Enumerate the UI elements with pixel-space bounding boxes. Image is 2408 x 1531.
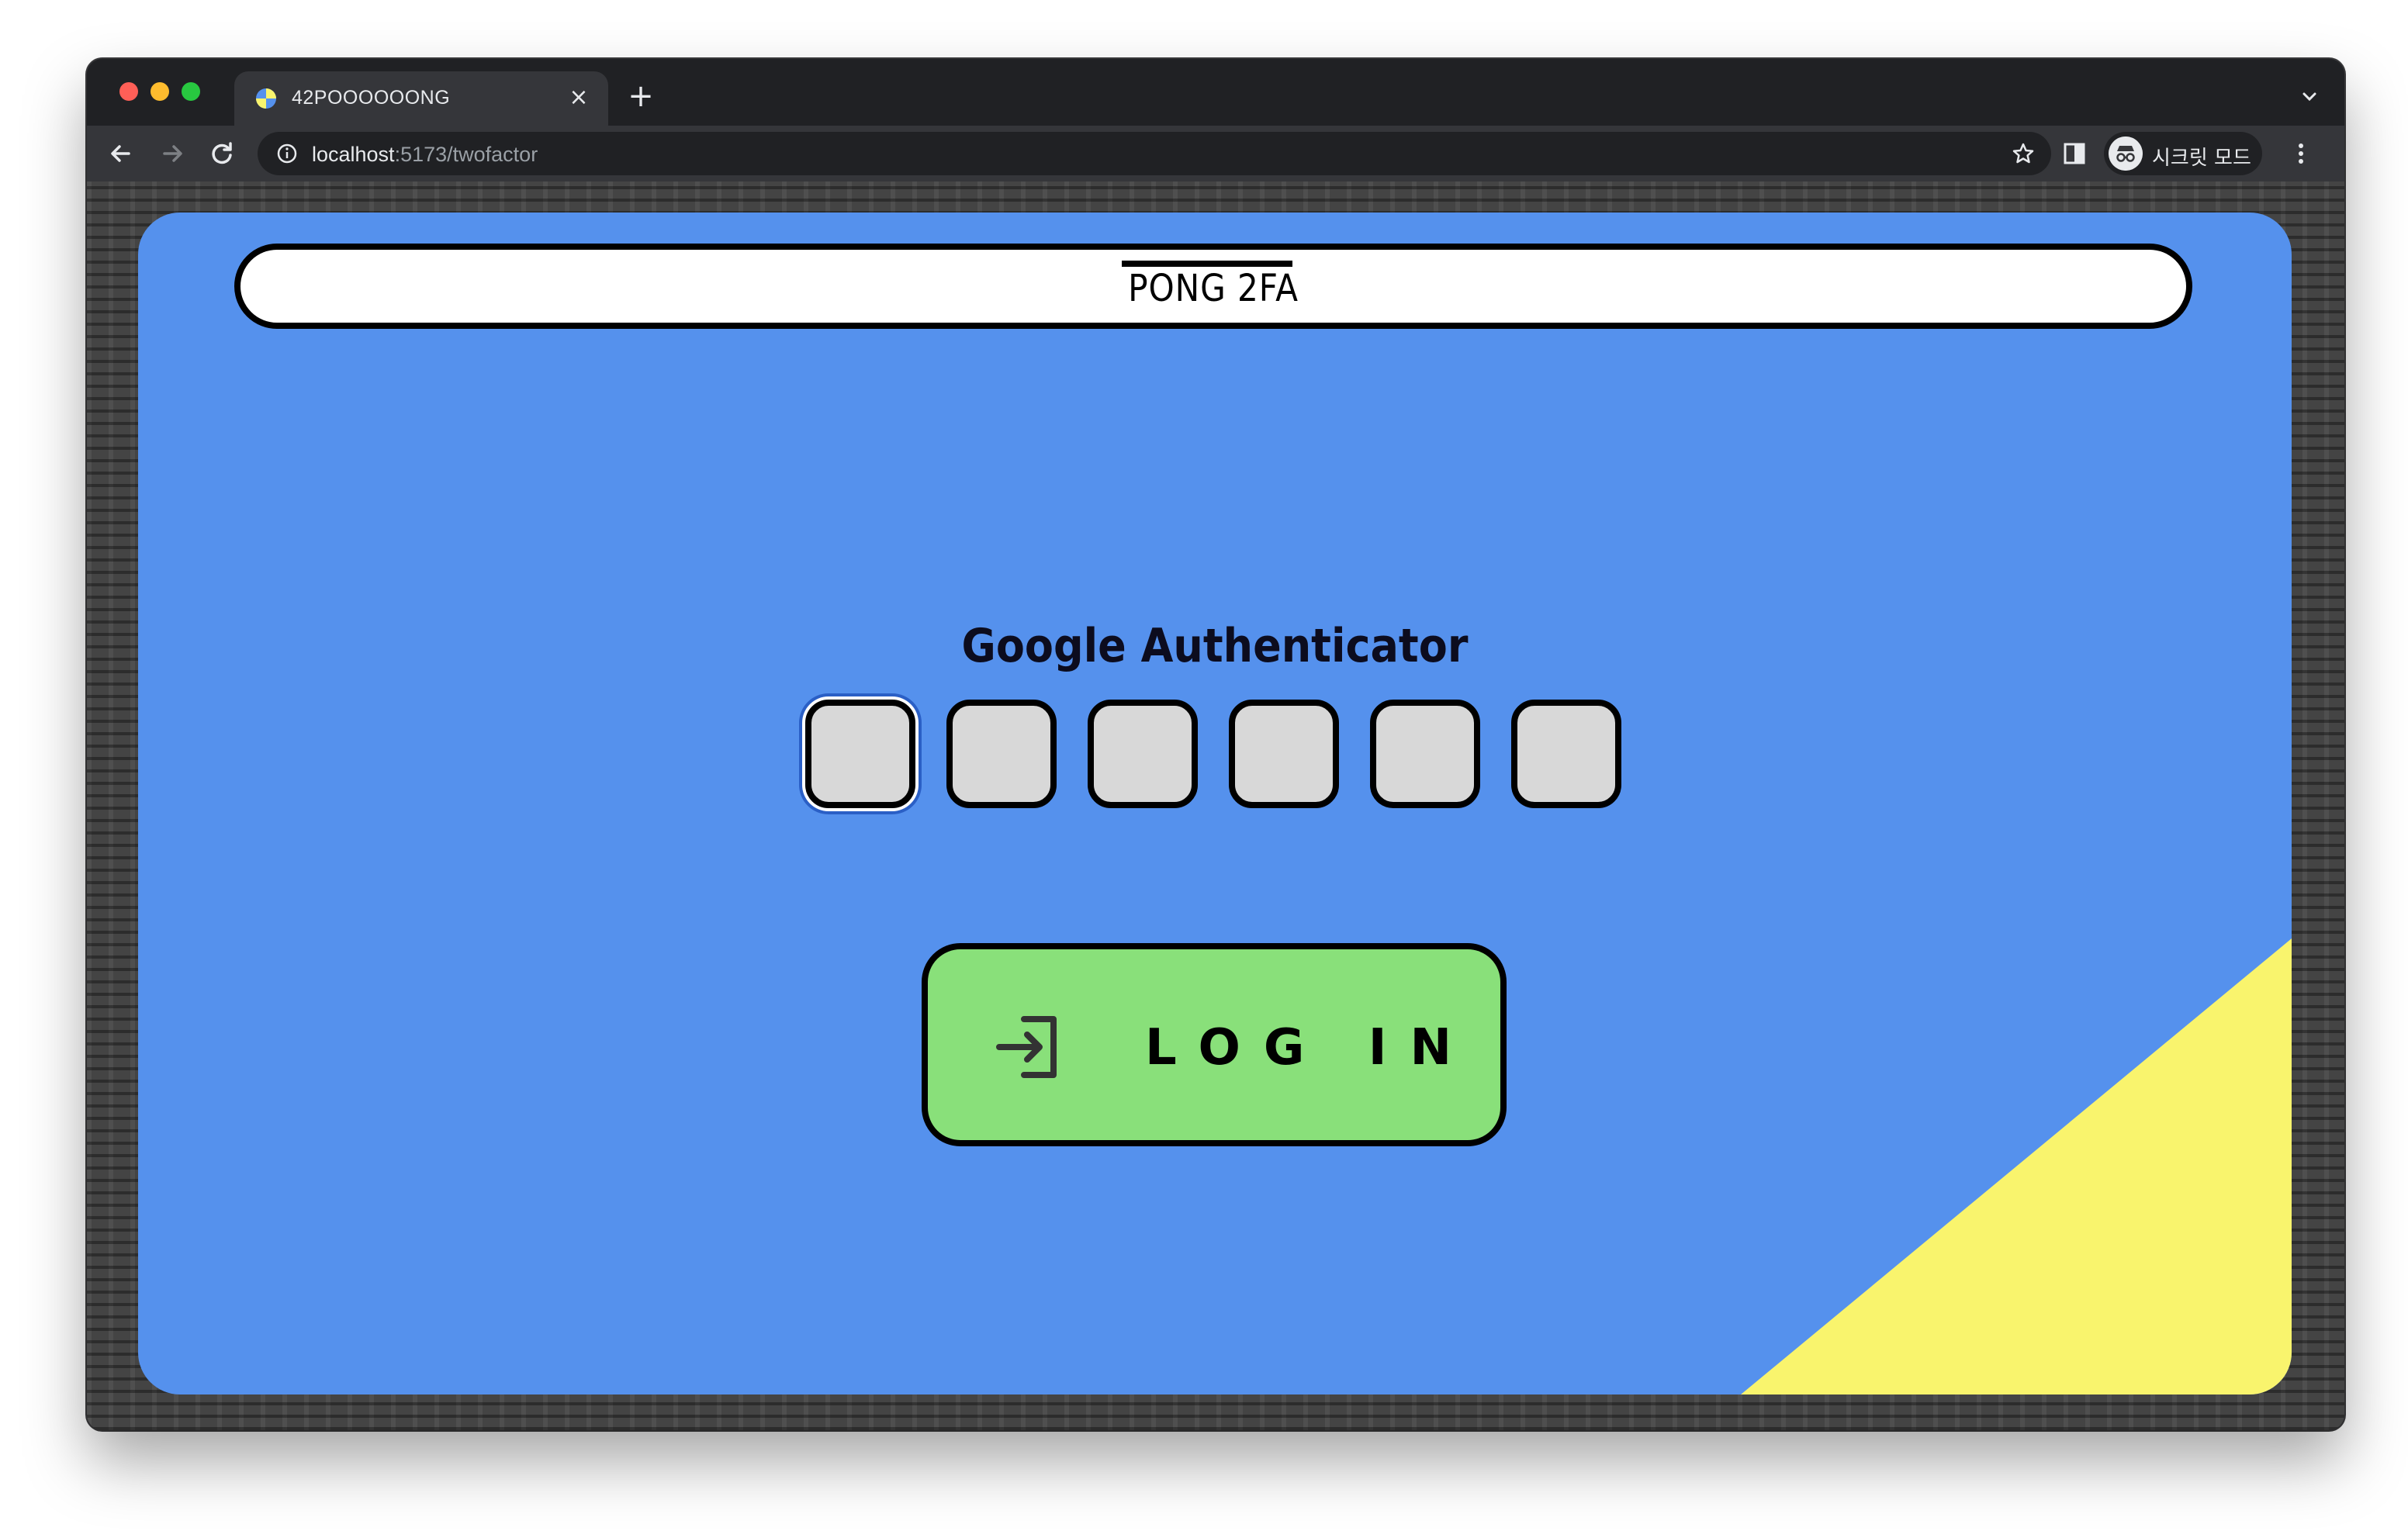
forward-arrow-icon[interactable]: [155, 137, 189, 171]
url-host: localhost: [312, 143, 395, 166]
login-label: LOG IN: [1145, 1019, 1476, 1077]
login-button[interactable]: LOG IN: [922, 943, 1507, 1146]
otp-digit-5[interactable]: [1370, 700, 1480, 808]
new-tab-button[interactable]: +: [628, 78, 654, 114]
otp-digit-2[interactable]: [946, 700, 1057, 808]
page-title: PONG 2FA: [1128, 267, 1299, 310]
url-path: :5173/twofactor: [394, 143, 538, 166]
url-text: localhost:5173/twofactor: [312, 143, 538, 167]
close-tab-icon[interactable]: ×: [569, 84, 589, 111]
minimize-window-button[interactable]: [150, 82, 169, 101]
otp-digit-1[interactable]: [805, 700, 915, 808]
side-panel-icon[interactable]: [2060, 140, 2088, 168]
authenticator-heading: Google Authenticator: [961, 619, 1469, 673]
tab-title: 42POOOOOONG: [292, 87, 451, 109]
tab-strip: 42POOOOOONG × +: [87, 59, 2344, 126]
main-card: PONG 2FA Google Authenticator LOG IN: [138, 213, 2292, 1394]
star-icon[interactable]: [2011, 141, 2036, 166]
otp-digit-4[interactable]: [1229, 700, 1339, 808]
kebab-menu-icon[interactable]: [2284, 137, 2318, 171]
address-bar[interactable]: localhost:5173/twofactor: [258, 132, 2051, 175]
back-arrow-icon[interactable]: [104, 137, 138, 171]
info-icon[interactable]: [276, 143, 298, 164]
incognito-icon: [2109, 137, 2143, 171]
otp-input-group: [805, 700, 1628, 808]
otp-digit-6[interactable]: [1511, 700, 1621, 808]
page-viewport: PONG 2FA Google Authenticator LOG IN: [87, 181, 2344, 1430]
browser-toolbar: localhost:5173/twofactor 시크릿 모드: [87, 126, 2344, 181]
close-window-button[interactable]: [119, 82, 138, 101]
login-arrow-icon: [996, 1016, 1057, 1078]
reload-icon[interactable]: [205, 137, 239, 171]
chevron-down-icon[interactable]: [2298, 85, 2321, 109]
otp-digit-3[interactable]: [1088, 700, 1198, 808]
page-header: PONG 2FA: [234, 244, 2192, 329]
title-overline: [1122, 261, 1292, 267]
incognito-label: 시크릿 모드: [2152, 147, 2251, 170]
maximize-window-button[interactable]: [182, 82, 200, 101]
browser-window: 42POOOOOONG × + localhost:5173/twofactor: [87, 59, 2344, 1430]
browser-tab[interactable]: 42POOOOOONG ×: [234, 71, 608, 126]
incognito-indicator[interactable]: 시크릿 모드: [2104, 132, 2262, 175]
yellow-corner-decoration: [1741, 938, 2292, 1394]
pong-favicon-icon: [256, 88, 276, 109]
